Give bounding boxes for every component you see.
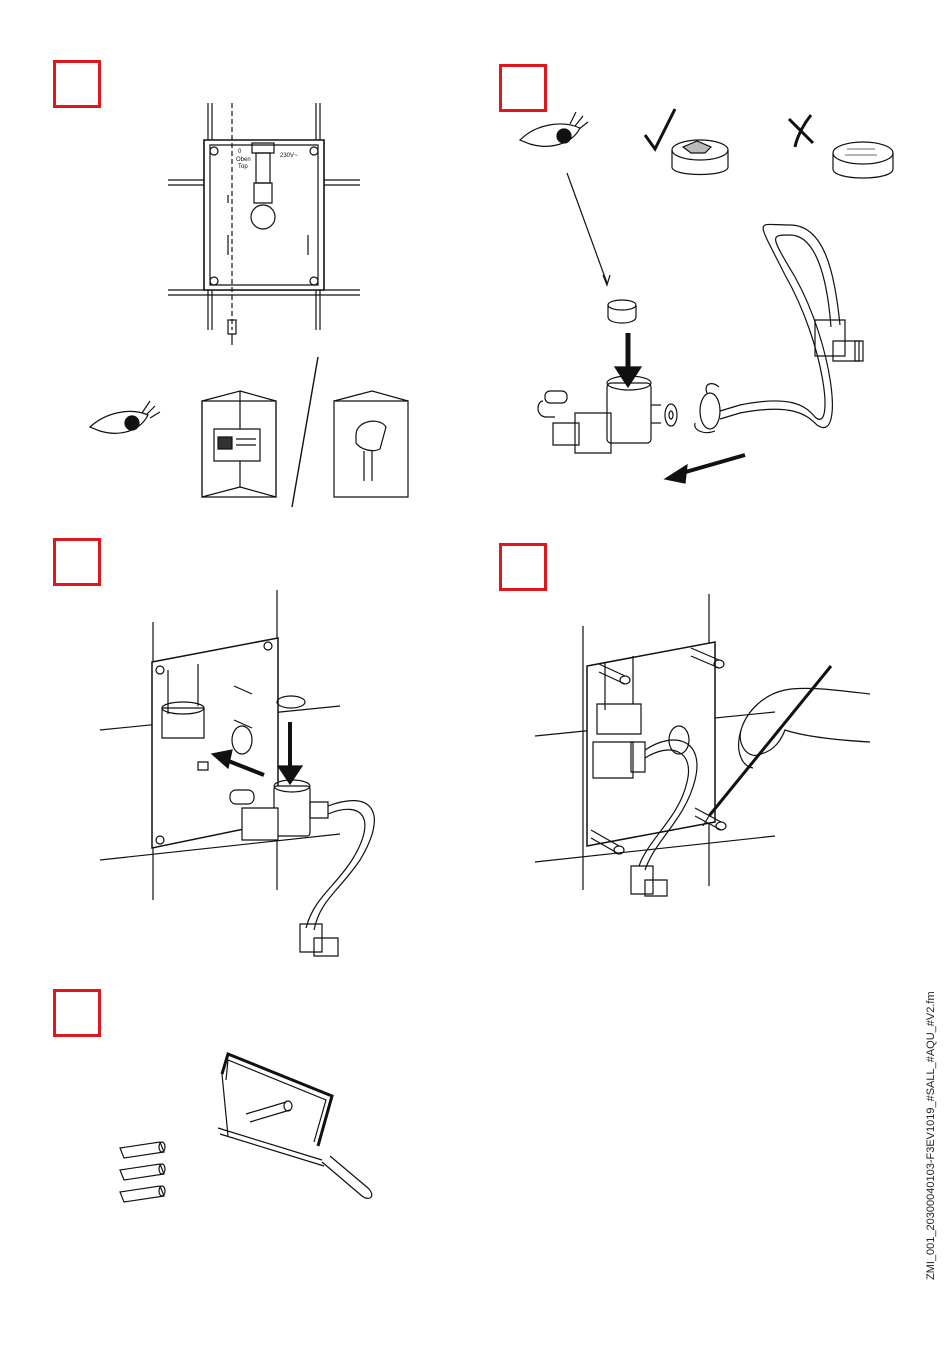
document-code: ZMI_001_20300040103-F3EV1019_#SALL_#AQU_… — [925, 991, 937, 1280]
step-4-illustration — [535, 590, 880, 910]
step-3-marker — [53, 538, 101, 586]
panel-top-label: Oben — [236, 157, 251, 163]
eye-icon — [520, 112, 588, 146]
eye-icon — [90, 401, 160, 433]
panel-warning-label: 230V~ — [280, 153, 298, 159]
check-icon — [645, 109, 675, 149]
step-3-illustration — [100, 590, 400, 980]
cross-icon — [789, 115, 813, 147]
panel-top-label-en: Top — [238, 164, 248, 170]
step-2-illustration — [515, 105, 905, 490]
step-5-illustration — [110, 1050, 380, 1220]
step-5-marker — [53, 989, 101, 1037]
step-1-illustration: 0 Oben Top 230V~ — [80, 95, 420, 515]
step-4-marker — [499, 543, 547, 591]
